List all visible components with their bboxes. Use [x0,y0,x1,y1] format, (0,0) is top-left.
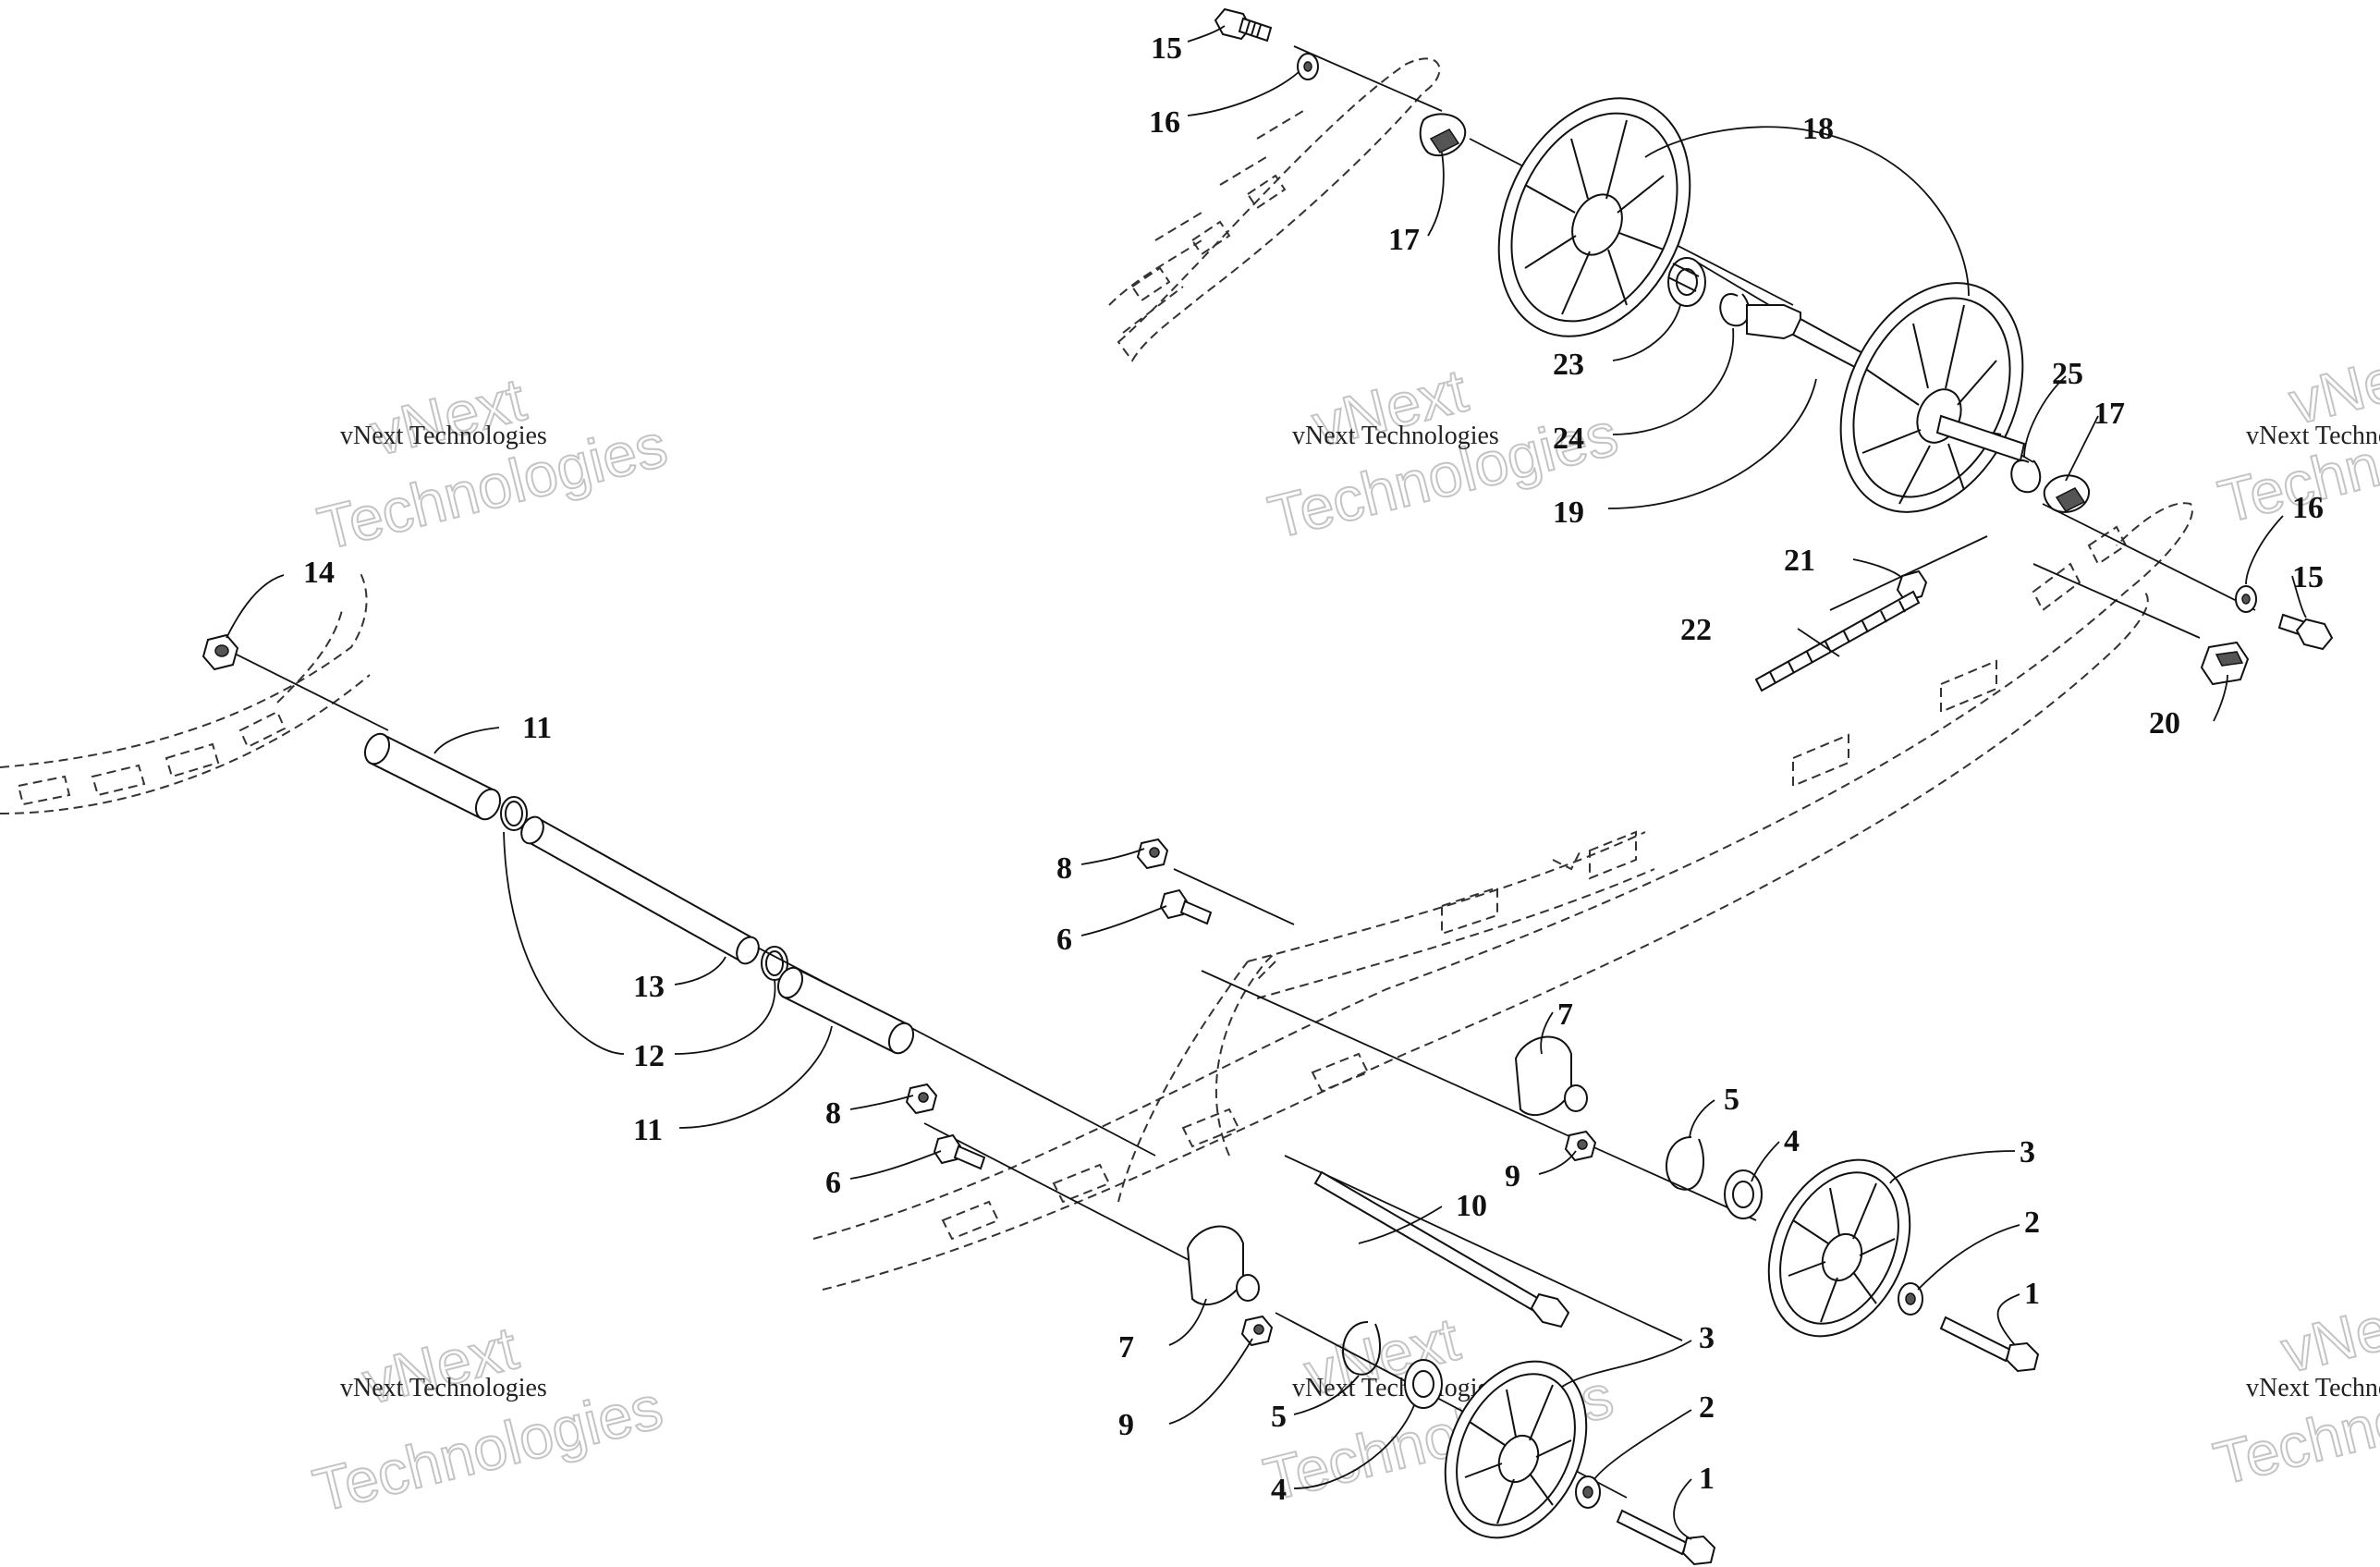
watermark-text-top-left: vNext Technologies [340,422,547,450]
adjuster-17-right [2043,474,2091,513]
callout-6-bolt-upper: 6 [1056,923,1072,957]
nut-14 [201,633,239,671]
callout-18-idler-wheel: 18 [1802,112,1834,146]
callout-7-bracket-lower: 7 [1118,1330,1134,1365]
left-rail-upper-fragment [1108,57,1441,362]
leader-lines [226,25,2307,1540]
cap-20 [2200,641,2250,686]
callout-4-bearing-upper: 4 [1784,1124,1800,1158]
callout-2-washer-upper: 2 [2024,1206,2040,1240]
nut-8-lower [905,1083,938,1115]
adjuster-17-top [1419,113,1467,157]
callout-24-snap-ring: 24 [1553,422,1584,456]
adjuster-bolt-22 [1754,590,1921,692]
callout-16-top-washer: 16 [1149,105,1180,140]
callout-23-bearing: 23 [1553,348,1584,382]
snap-ring-24 [1719,293,1751,327]
bracket-7-upper [1514,1035,1588,1116]
callout-3-wheel-lower: 3 [1699,1321,1715,1355]
callout-22-adjuster-bolt: 22 [1680,613,1712,647]
callout-3-wheel-upper: 3 [2020,1135,2035,1169]
callout-15-right-bolt: 15 [2292,560,2324,594]
bolt-15-top [1214,7,1273,43]
snap-ring-25 [2010,459,2042,494]
callout-7-bracket-upper: 7 [1557,998,1573,1032]
callout-20-cap: 20 [2149,706,2180,741]
washer-16-right [2235,585,2257,613]
callout-8-nut-upper: 8 [1056,851,1072,886]
callout-1-bolt-upper: 1 [2024,1277,2040,1311]
callout-4-bearing-lower: 4 [1271,1473,1287,1507]
callout-17-top-adjuster: 17 [1388,223,1420,257]
ring-5-lower [1342,1321,1382,1376]
callout-21-jam-nut: 21 [1784,544,1815,578]
bearing-4-upper [1724,1169,1763,1219]
bolt-1-upper [1939,1316,2040,1373]
svg-text:vNext: vNext [2275,1281,2380,1386]
callout-9-nut-upper: 9 [1505,1159,1520,1194]
right-rail-main [812,502,2193,1291]
washer-16-top [1297,53,1319,80]
nut-9-lower [1240,1315,1274,1347]
ring-12-left [500,796,528,831]
bearing-4-lower [1404,1359,1443,1409]
callout-2-washer-lower: 2 [1699,1390,1715,1425]
watermark-bottom-left: vNext Technologies [306,1312,670,1525]
bracket-7-lower [1186,1225,1260,1305]
watermark-text-bottom-center: vNext Technologies [1292,1374,1499,1402]
nut-8-upper [1136,838,1169,870]
washer-2-lower [1575,1475,1601,1509]
callout-11-spacer-upper: 11 [522,711,552,745]
wheel-3-lower [1444,1360,1588,1539]
shaft-10 [1313,1170,1570,1328]
watermark-text-bottom-right: vNext Technologies [2246,1374,2380,1402]
callout-13-tube: 13 [633,970,665,1004]
callout-1-bolt-lower: 1 [1699,1462,1715,1496]
jam-nut-21 [1896,569,1928,603]
callout-10-shaft: 10 [1456,1189,1487,1223]
left-rail-front-fragment [0,572,371,814]
bolt-6-upper [1159,888,1213,925]
bearing-23 [1667,257,1706,307]
callout-15-top-bolt: 15 [1151,31,1182,66]
idler-wheel-18-rear-left [1497,97,1691,337]
bolt-1-lower [1616,1509,1716,1566]
callout-12-rings: 12 [633,1039,665,1073]
tube-13 [520,815,760,965]
nut-9-upper [1564,1130,1597,1162]
callout-19-axle: 19 [1553,496,1584,530]
callout-25-snap-ring: 25 [2052,357,2083,391]
watermark-text-top-right: vNext Technologies [2246,422,2380,450]
callout-5-ring-upper: 5 [1724,1083,1739,1117]
spacer-11-left [363,732,502,821]
callout-11-spacer-lower: 11 [633,1113,663,1147]
idler-wheel-18-rear-right [1839,282,2026,513]
callout-8-nut-lower: 8 [825,1096,841,1131]
callout-17-right-adjuster: 17 [2093,397,2125,431]
callout-9-nut-lower: 9 [1118,1408,1134,1442]
callout-16-right-washer: 16 [2292,491,2324,525]
watermark-text-bottom-left: vNext Technologies [340,1374,547,1402]
watermark-text-top-center: vNext Technologies [1292,422,1499,450]
bolt-15-right [2277,613,2334,651]
wheel-3-upper [1767,1158,1911,1338]
bolt-6-lower [933,1133,986,1170]
spacer-11-right [776,966,915,1055]
callout-5-ring-lower: 5 [1271,1400,1287,1434]
washer-2-upper [1898,1282,1923,1316]
callout-6-bolt-lower: 6 [825,1166,841,1200]
callout-14-nut: 14 [303,556,335,590]
ring-5-upper [1666,1136,1705,1191]
